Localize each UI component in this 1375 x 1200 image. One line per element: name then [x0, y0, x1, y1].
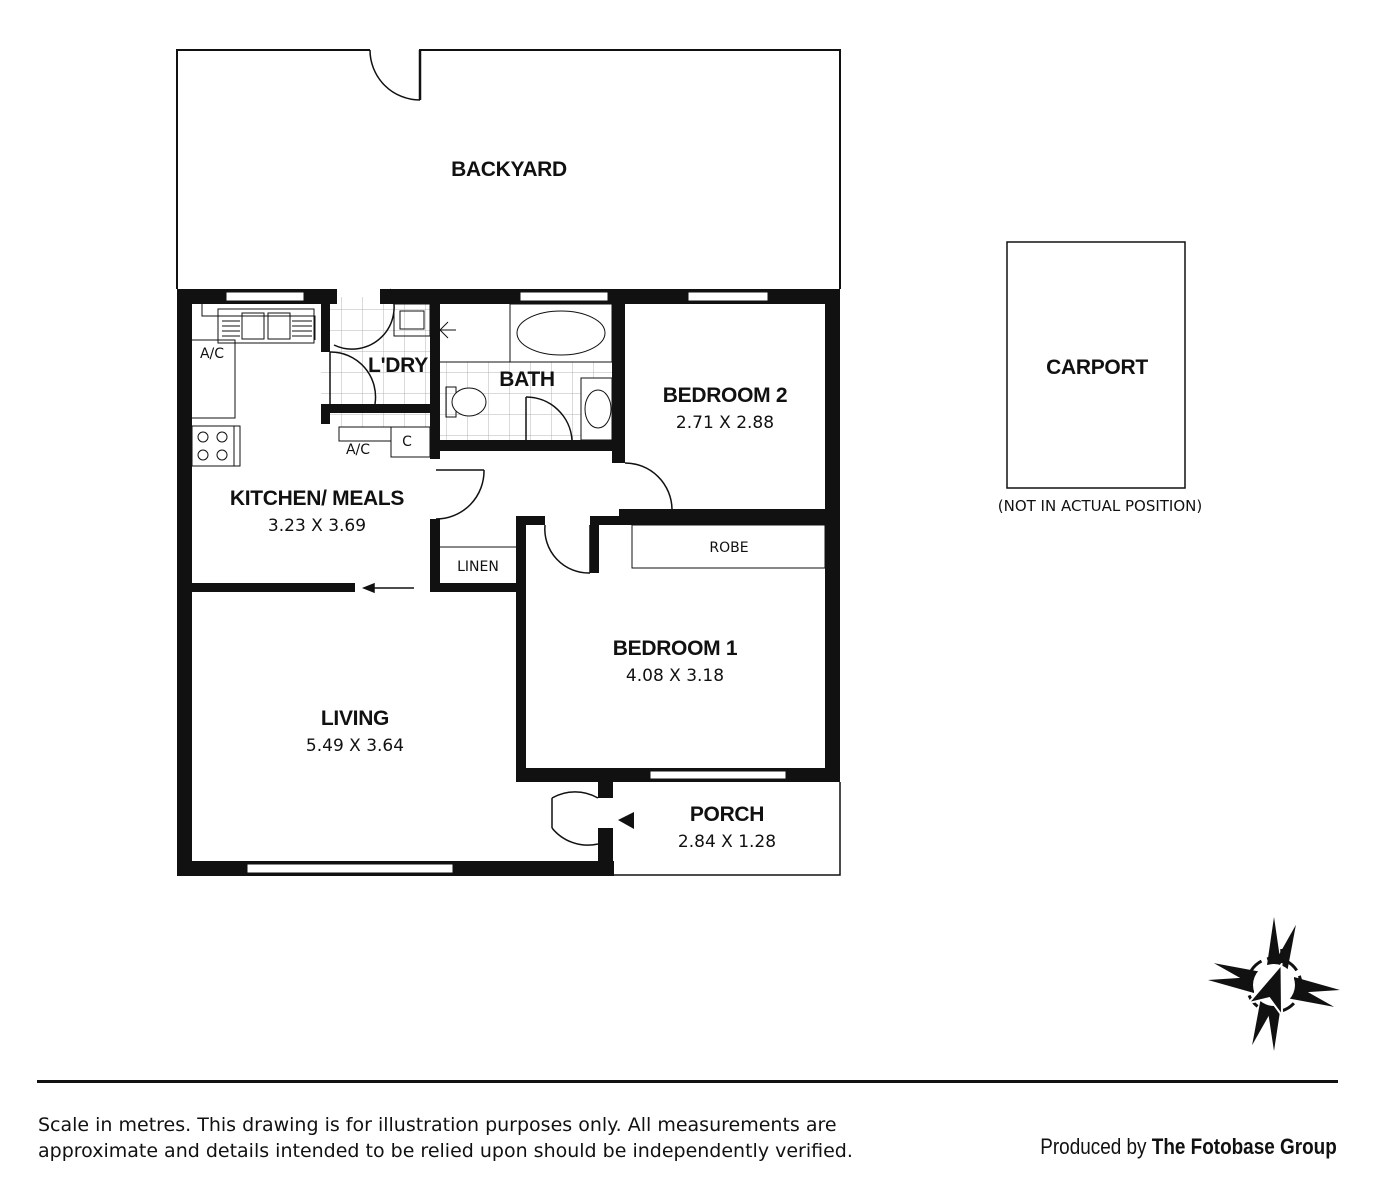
backyard-label: BACKYARD	[451, 158, 567, 181]
carport-note: (NOT IN ACTUAL POSITION)	[998, 497, 1203, 515]
porch-outline	[613, 782, 841, 876]
bedroom2-label: BEDROOM 2	[663, 384, 787, 407]
porch-dimensions: 2.84 X 1.28	[678, 832, 776, 852]
produced-by-text: Produced by	[1040, 1134, 1152, 1159]
bedroom2-dimensions: 2.71 X 2.88	[676, 413, 774, 433]
kitchen-dimensions: 3.23 X 3.69	[268, 516, 366, 536]
producer-credit: Produced by The Fotobase Group	[1041, 1134, 1337, 1160]
compass-north-label: N	[1270, 946, 1284, 968]
carport-outline	[1006, 241, 1186, 489]
ac-label-lower: A/C	[346, 442, 370, 458]
linen-label: LINEN	[457, 559, 499, 575]
robe-label: ROBE	[709, 540, 748, 556]
laundry-fixtures	[393, 303, 456, 339]
disclaimer: Scale in metres. This drawing is for ill…	[38, 1112, 938, 1164]
bedroom1-label: BEDROOM 1	[613, 637, 738, 660]
door-swings	[329, 288, 673, 846]
disclaimer-line-1: Scale in metres. This drawing is for ill…	[38, 1114, 837, 1136]
living-dimensions: 5.49 X 3.64	[306, 736, 404, 756]
disclaimer-line-2: approximate and details intended to be r…	[38, 1140, 853, 1162]
bath-fixtures	[440, 303, 613, 441]
laundry-label: L'DRY	[368, 354, 428, 377]
kitchen-label: KITCHEN/ MEALS	[230, 487, 405, 510]
compass-rose: N	[1208, 917, 1340, 1051]
backyard-outline	[176, 49, 841, 289]
porch-label: PORCH	[690, 803, 764, 826]
bedroom1-dimensions: 4.08 X 3.18	[626, 666, 724, 686]
storage-outlines	[440, 524, 826, 569]
carport-label: CARPORT	[1046, 356, 1148, 379]
kitchen-fixtures	[191, 304, 431, 467]
ac-label-top: A/C	[200, 346, 224, 362]
entry-arrow	[618, 812, 634, 829]
footer-divider	[37, 1080, 1338, 1083]
windows	[225, 291, 787, 874]
living-label: LIVING	[321, 707, 389, 730]
bath-label: BATH	[499, 368, 555, 391]
interior-walls	[192, 289, 825, 782]
cupboard-label: C	[402, 434, 412, 450]
company-name: The Fotobase Group	[1151, 1134, 1337, 1159]
sliding-door-arrow	[361, 582, 414, 594]
